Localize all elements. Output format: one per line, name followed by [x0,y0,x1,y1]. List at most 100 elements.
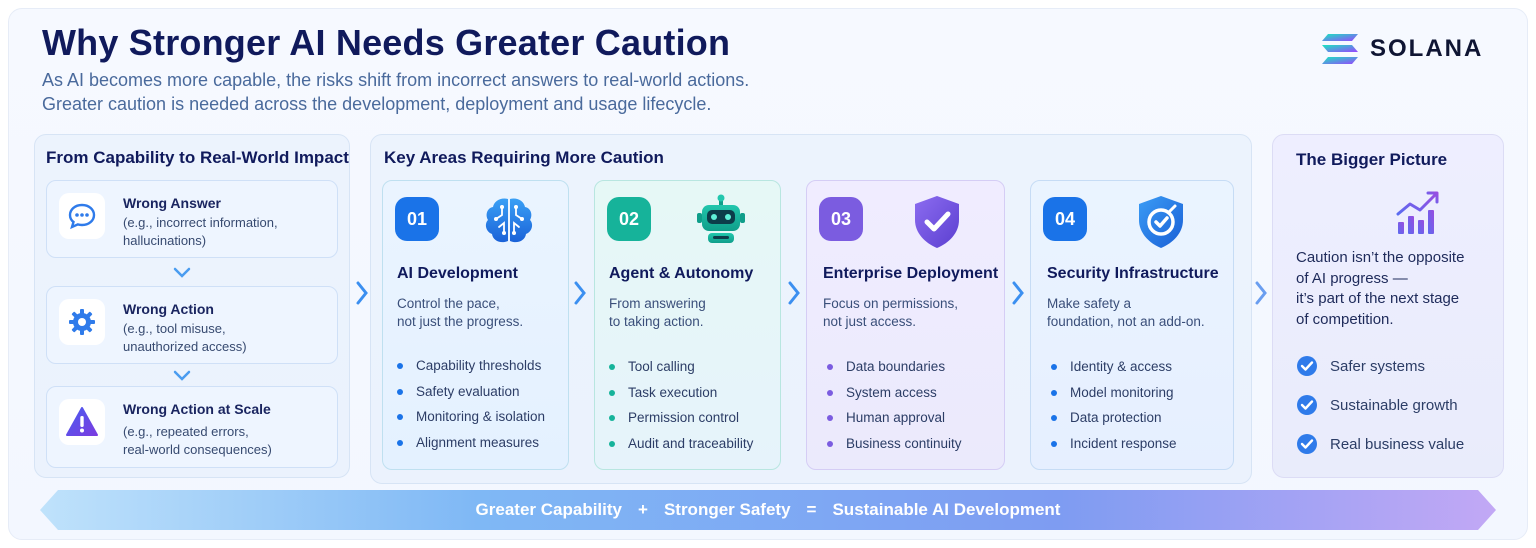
list-item-label: System access [846,384,937,400]
subtitle-line-2: Greater caution is needed across the dev… [42,94,712,114]
area-desc: From answering to taking action. [609,295,789,331]
banner-term: Stronger Safety [663,500,791,519]
area-desc-line: Focus on permissions, [823,296,959,311]
list-item-label: Safety evaluation [416,383,520,399]
list-item-label: Tool calling [628,359,695,374]
area-desc-line: to taking action. [609,314,704,329]
chat-bubble-icon [59,193,105,239]
check-circle-icon [1297,395,1317,415]
area-desc-line: From answering [609,296,706,311]
risk-desc-line: (e.g., incorrect information, [123,215,278,230]
list-item: Permission control [609,409,753,435]
banner-term: Greater Capability [475,500,622,519]
bp-text-line: of AI progress — [1296,269,1408,287]
impact-panel-title: From Capability to Real-World Impact [46,148,349,167]
area-list: Data boundaries System access Human appr… [827,358,962,460]
check-label: Real business value [1330,435,1465,453]
risk-desc-line: (e.g., tool misuse, [123,321,226,336]
bp-text-line: of competition. [1296,310,1394,328]
area-desc: Make safety a foundation, not an add-on. [1047,295,1233,331]
check-item: Sustainable growth [1296,394,1458,416]
step-badge: 02 [607,197,651,241]
chevron-right-icon [574,281,586,305]
area-desc-line: Make safety a [1047,296,1132,311]
list-item: Audit and traceability [609,435,753,461]
bigger-picture-title: The Bigger Picture [1296,150,1448,169]
step-badge: 04 [1043,197,1087,241]
bigger-picture-panel [1272,134,1504,478]
list-item-label: Permission control [628,410,740,425]
risk-title: Wrong Answer [123,195,222,211]
area-title: Agent & Autonomy [609,265,754,282]
gear-icon [59,299,105,345]
area-card-ai-development: 01 AI Development Control the pace, not … [382,180,569,470]
area-title: Enterprise Deployment [823,265,999,282]
shield-check-icon [915,196,959,248]
risk-card-wrong-action: Wrong Action (e.g., tool misuse, unautho… [46,286,338,364]
risk-desc-line: (e.g., repeated errors, [123,424,249,439]
list-item-label: Incident response [1070,435,1177,451]
area-card-agent-autonomy: 02 Agent & Autonomy From answering to ta… [594,180,781,470]
list-item: Safety evaluation [397,383,545,409]
list-item: Alignment measures [397,434,545,460]
page-subtitle: As AI becomes more capable, the risks sh… [42,68,862,116]
banner-operator: + [638,500,648,519]
area-desc: Focus on permissions, not just access. [823,295,1003,331]
shield-target-icon [1139,196,1183,248]
check-label: Safer systems [1330,357,1426,375]
area-list: Identity & access Model monitoring Data … [1051,358,1177,460]
banner-operator: = [806,500,817,519]
area-desc-line: foundation, not an add-on. [1047,314,1205,329]
list-item: Data boundaries [827,358,962,384]
check-circle-icon [1297,434,1317,454]
chevron-right-icon [1012,281,1024,305]
list-item: Business continuity [827,435,962,461]
list-item-label: Task execution [628,384,718,400]
risk-desc: (e.g., repeated errors, real-world conse… [123,423,333,459]
list-item-label: Identity & access [1070,359,1173,374]
robot-icon [697,194,745,243]
list-item-label: Audit and traceability [628,435,754,451]
list-item: System access [827,384,962,410]
area-card-security-infrastructure: 04 Security Infrastructure Make safety a… [1030,180,1234,470]
banner-term: Sustainable AI Development [832,500,1061,519]
risk-title: Wrong Action at Scale [123,401,271,417]
step-badge: 01 [395,197,439,241]
area-desc-line: not just the progress. [397,314,524,329]
list-item: Identity & access [1051,358,1177,384]
page-title: Why Stronger AI Needs Greater Caution [42,22,731,63]
area-desc-line: Control the pace, [397,296,500,311]
list-item: Task execution [609,384,753,410]
area-card-enterprise-deployment: 03 Enterprise Deployment Focus on permis… [806,180,1005,470]
risk-title: Wrong Action [123,301,214,317]
area-list: Capability thresholds Safety evaluation … [397,357,545,459]
chevron-right-icon [356,281,368,305]
list-item: Model monitoring [1051,384,1177,410]
list-item: Monitoring & isolation [397,408,545,434]
subtitle-line-1: As AI becomes more capable, the risks sh… [42,70,750,90]
check-item: Safer systems [1296,355,1425,377]
list-item-label: Business continuity [846,435,962,451]
bp-text-line: it’s part of the next stage [1296,290,1460,307]
list-item-label: Alignment measures [416,434,540,450]
solana-logo-icon [1322,34,1358,64]
brain-circuit-icon [485,198,533,243]
risk-desc: (e.g., tool misuse, unauthorized access) [123,320,333,356]
list-item-label: Model monitoring [1070,384,1174,400]
area-desc: Control the pace, not just the progress. [397,295,577,331]
area-title: Security Infrastructure [1047,265,1219,282]
area-desc-line: not just access. [823,314,917,329]
list-item: Incident response [1051,435,1177,461]
growth-chart-icon [1396,191,1439,234]
risk-card-wrong-answer: Wrong Answer (e.g., incorrect informatio… [46,180,338,258]
equation-banner-arrow [40,490,1496,530]
list-item-label: Monitoring & isolation [416,409,546,424]
area-title: AI Development [397,265,518,282]
check-circle-icon [1297,356,1317,376]
equation-banner: Greater Capability + Stronger Safety = S… [40,490,1496,530]
risk-desc-line: unauthorized access) [123,339,247,354]
check-item: Real business value [1296,433,1464,455]
warning-icon [59,399,105,445]
risk-desc-line: hallucinations) [123,233,207,248]
risk-desc-line: real-world consequences) [123,442,272,457]
